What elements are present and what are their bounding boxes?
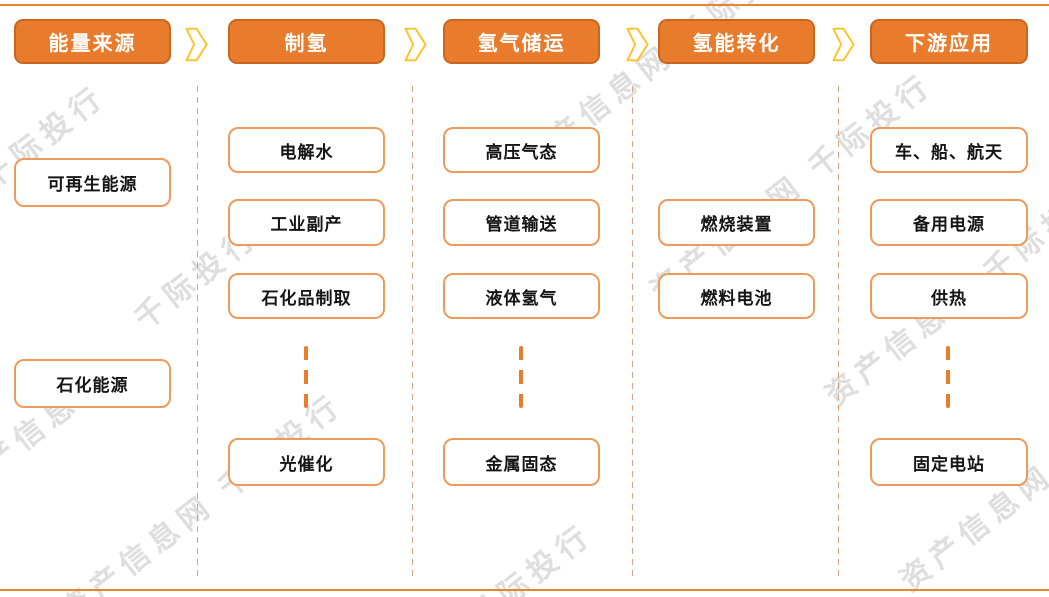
item-photocatalysis: 光催化 xyxy=(228,438,385,486)
column-separator xyxy=(197,86,198,576)
watermark: 资产信息网 千际投行 xyxy=(299,510,601,597)
stage-header-hydrogen-storage-transport: 氢气储运 xyxy=(443,19,600,64)
stage-header-energy-source: 能量来源 xyxy=(14,19,171,64)
item-liquid-hydrogen: 液体氢气 xyxy=(443,273,600,319)
stage-header-hydrogen-production: 制氢 xyxy=(228,19,385,64)
item-stationary-power-station: 固定电站 xyxy=(870,438,1028,486)
bottom-border-line xyxy=(0,589,1049,591)
flow-arrow-icon xyxy=(185,27,208,62)
column-separator xyxy=(632,86,633,576)
item-high-pressure-gas: 高压气态 xyxy=(443,127,600,173)
item-combustion-device: 燃烧装置 xyxy=(658,199,815,246)
item-backup-power: 备用电源 xyxy=(870,199,1028,246)
stage-header-hydrogen-conversion: 氢能转化 xyxy=(658,19,815,64)
top-border-line xyxy=(0,4,1049,6)
ellipsis-connector xyxy=(304,346,308,408)
item-water-electrolysis: 电解水 xyxy=(228,127,385,173)
item-renewable-energy: 可再生能源 xyxy=(14,158,171,207)
item-petrochemical-extraction: 石化品制取 xyxy=(228,273,385,319)
item-fossil-energy: 石化能源 xyxy=(14,359,171,408)
item-vehicle-ship-aerospace: 车、船、航天 xyxy=(870,127,1028,173)
item-metal-solid-state: 金属固态 xyxy=(443,438,600,486)
column-separator xyxy=(838,86,839,576)
item-pipeline-transport: 管道输送 xyxy=(443,199,600,246)
flow-arrow-icon xyxy=(626,27,649,62)
stage-header-downstream-application: 下游应用 xyxy=(870,19,1028,64)
ellipsis-connector xyxy=(946,346,950,408)
column-separator xyxy=(412,86,413,576)
item-heating: 供热 xyxy=(870,273,1028,319)
ellipsis-connector xyxy=(519,346,523,408)
item-industrial-byproduct: 工业副产 xyxy=(228,199,385,246)
item-fuel-cell: 燃料电池 xyxy=(658,273,815,319)
watermark: 资产信息网 千际投行 xyxy=(54,387,350,597)
flow-arrow-icon xyxy=(832,27,855,62)
flow-arrow-icon xyxy=(404,27,427,62)
